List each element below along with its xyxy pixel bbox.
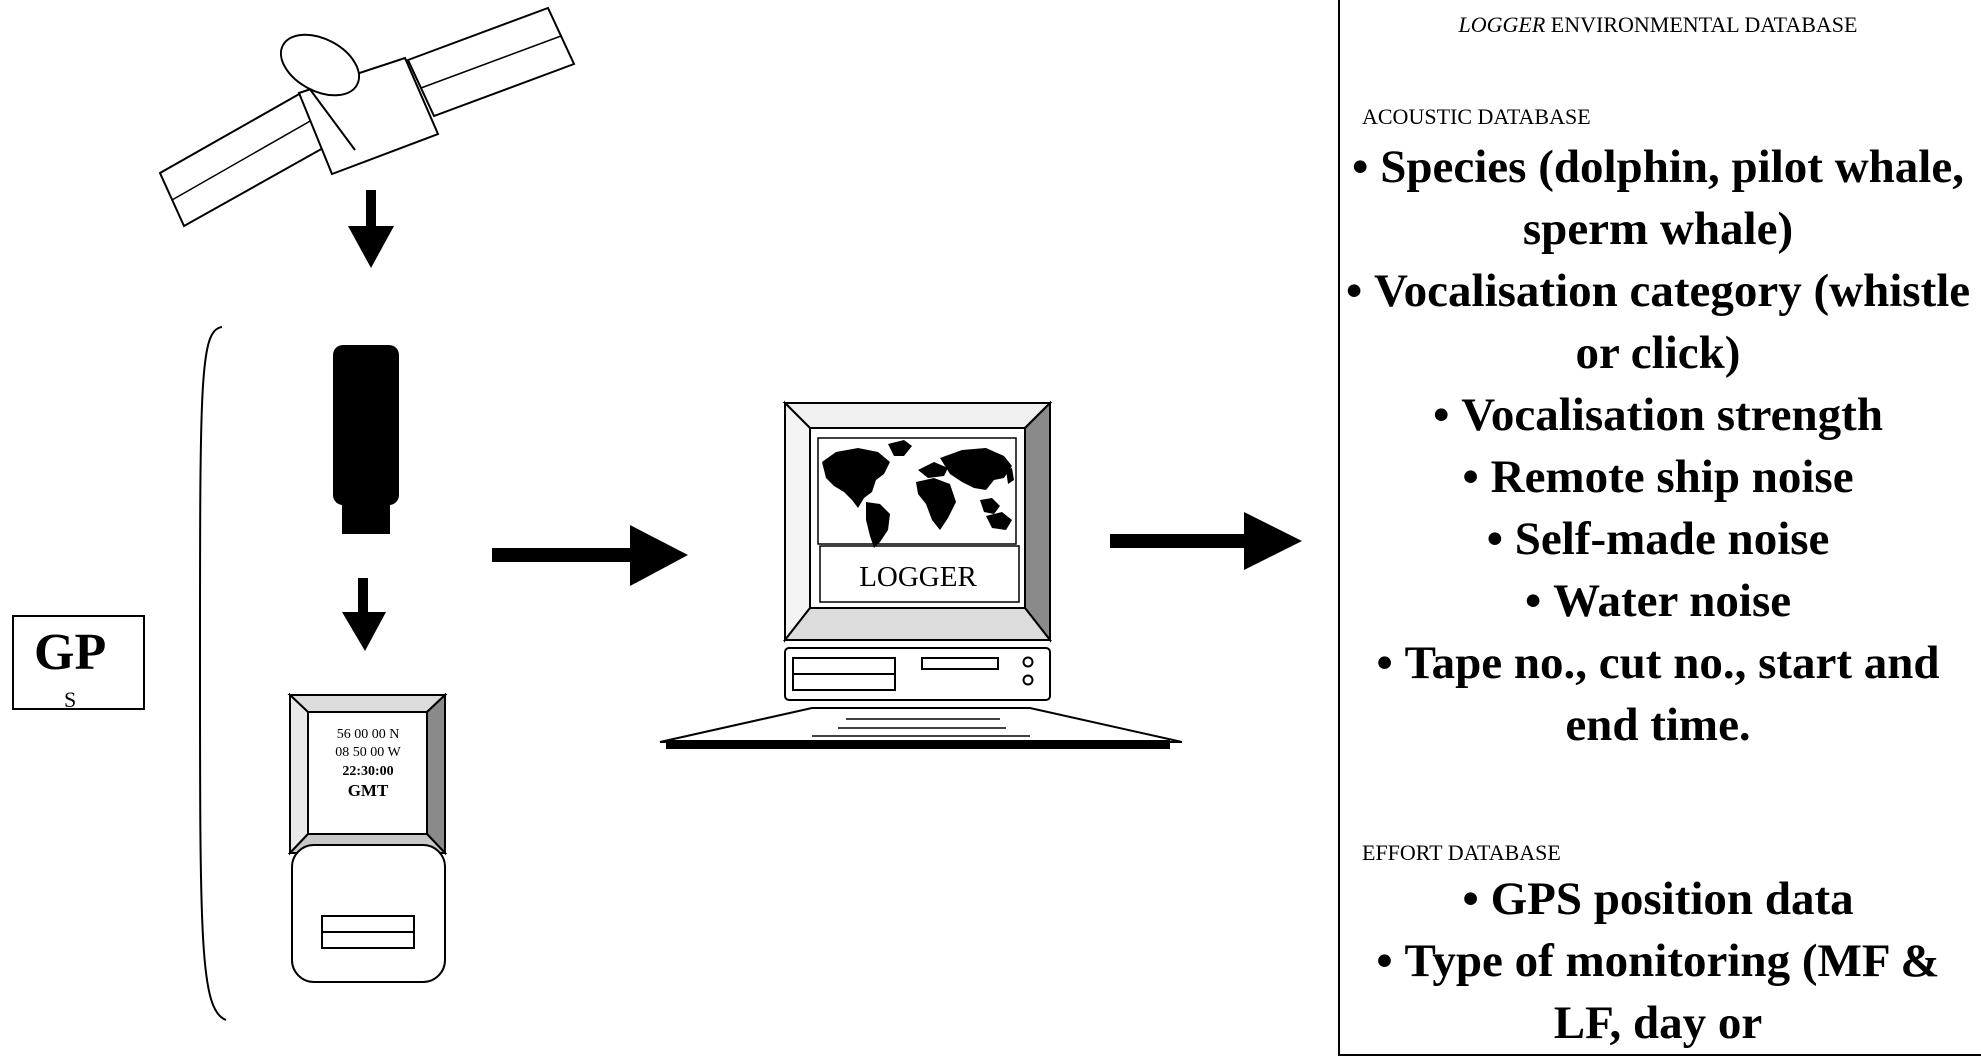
environmental-database-panel: LOGGER ENVIRONMENTAL DATABASE ACOUSTIC D… [1338, 0, 1981, 1056]
list-item: Vocalisation category (whistle or click) [1340, 260, 1976, 384]
antenna-arrow [342, 578, 386, 651]
gps-receiver-icon [287, 692, 448, 983]
effort-database-list: GPS position data Type of monitoring (MF… [1340, 868, 1976, 1054]
gps-display: 56 00 00 N 08 50 00 W 22:30:00 GMT [335, 727, 401, 800]
gps-time: 22:30:00 [342, 764, 393, 779]
keyboard-icon [659, 707, 1183, 749]
downlink-arrow [348, 190, 394, 268]
gps-latitude: 56 00 00 N [337, 727, 400, 742]
gps-longitude: 08 50 00 W [335, 745, 401, 760]
list-item: Self-made noise [1340, 508, 1976, 570]
satellite-icon [158, 6, 576, 228]
computer-to-database-arrow [1110, 512, 1302, 570]
gps-group-bracket [199, 326, 227, 1021]
list-item: GPS position data [1340, 868, 1976, 930]
gps-box-label: GP [34, 624, 107, 681]
database-title: LOGGER ENVIRONMENTAL DATABASE [1340, 12, 1976, 38]
acoustic-database-list: Species (dolphin, pilot whale, sperm wha… [1340, 136, 1976, 756]
computer-base-icon [784, 647, 1051, 701]
database-title-rest: ENVIRONMENTAL DATABASE [1545, 12, 1858, 37]
list-item: Water noise [1340, 570, 1976, 632]
list-item: Type of monitoring (MF & LF, day or [1340, 930, 1976, 1054]
gps-box-sublabel: S [64, 687, 77, 710]
list-item: Remote ship noise [1340, 446, 1976, 508]
world-map-icon [822, 440, 1014, 548]
gps-timezone: GMT [348, 781, 389, 800]
database-title-italic: LOGGER [1458, 12, 1546, 37]
acoustic-database-heading: ACOUSTIC DATABASE [1362, 104, 1591, 129]
list-item: Tape no., cut no., start and end time. [1340, 632, 1976, 756]
gps-antenna-icon [333, 345, 399, 534]
list-item: Species (dolphin, pilot whale, sperm wha… [1340, 136, 1976, 260]
effort-database-heading: EFFORT DATABASE [1362, 840, 1561, 865]
list-item: Vocalisation strength [1340, 384, 1976, 446]
logger-screen-label: LOGGER [859, 561, 977, 593]
gps-label-box: GP S [12, 615, 145, 710]
gps-to-computer-arrow [492, 525, 688, 586]
flow-diagram: 56 00 00 N 08 50 00 W 22:30:00 GMT LOGGE… [158, 6, 1302, 1021]
